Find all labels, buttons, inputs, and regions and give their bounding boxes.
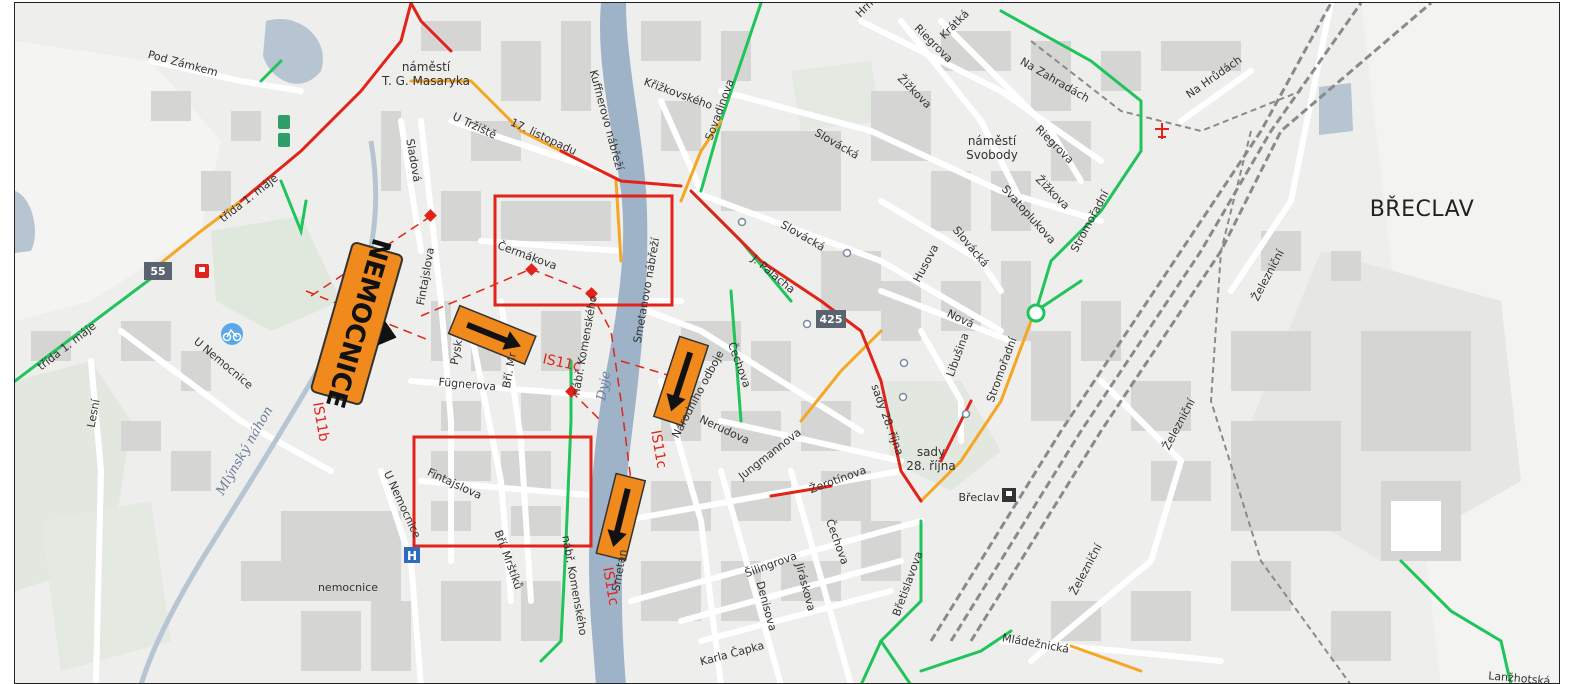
roundabout	[1026, 303, 1046, 323]
river-label-dyje: Dyje	[594, 370, 614, 403]
route-shield-55: 55	[144, 262, 172, 280]
fuel-station-icon	[195, 264, 209, 278]
place-label: nemocnice	[318, 581, 378, 594]
detour-label: IS11c	[647, 429, 669, 470]
svg-text:55: 55	[150, 265, 165, 278]
place-label: 28. října	[906, 459, 955, 473]
street-label: Lanžhotská	[1488, 669, 1551, 684]
closure-zone-south[interactable]	[412, 435, 593, 548]
hospital-marker: H	[407, 549, 417, 563]
river-dyje	[589, 3, 648, 683]
minor-streets	[88, 3, 1334, 683]
place-label: Svobody	[966, 148, 1018, 162]
traffic-congested	[239, 3, 973, 503]
street-label: Fügnerova	[438, 376, 497, 394]
bus-stop-icons	[737, 217, 971, 419]
sports-field	[211, 216, 341, 331]
place-label: Břeclav	[959, 491, 1000, 504]
sady-park	[881, 381, 1001, 491]
street-label: Lesní	[85, 397, 103, 428]
airport-icon	[1155, 123, 1169, 139]
street-label: Pysk	[448, 338, 465, 366]
place-label: sady	[917, 445, 945, 459]
detour-arrow-east	[447, 304, 537, 366]
map-canvas[interactable]: NEMOCNICE IS11c IS11b IS11c IS11c 55 425…	[15, 3, 1560, 684]
buildings	[31, 21, 1471, 671]
pond	[263, 19, 323, 84]
detour-label: IS11c	[599, 566, 621, 607]
street-label: Bří. Mr	[500, 351, 519, 389]
place-label: náměstí	[968, 134, 1017, 148]
traffic-slow	[149, 79, 1143, 673]
building-white	[1391, 501, 1441, 551]
sports-field	[41, 501, 171, 671]
bicycle-icon	[221, 323, 243, 345]
detour-label: IS11c	[541, 351, 582, 375]
pond	[15, 191, 36, 253]
detour-label: IS11b	[309, 401, 332, 443]
city-label: BŘECLAV	[1370, 196, 1475, 222]
place-label: náměstí	[402, 60, 451, 74]
svg-text:425: 425	[820, 313, 843, 326]
map-frame[interactable]: NEMOCNICE IS11c IS11b IS11c IS11c 55 425…	[14, 2, 1560, 684]
mill-race	[139, 140, 379, 683]
route-shield-425: 425	[816, 310, 846, 328]
detour-arrow-south-2	[595, 472, 647, 562]
place-label: T. G. Masaryka	[381, 74, 470, 88]
closure-zone-north[interactable]	[493, 194, 674, 307]
railway	[929, 3, 1432, 683]
detour-arrow-south-1	[652, 335, 710, 427]
railway-station-icon	[1002, 488, 1016, 502]
pond	[1319, 83, 1353, 135]
transit-icon	[278, 115, 290, 147]
hospital-icon: H	[404, 547, 420, 563]
